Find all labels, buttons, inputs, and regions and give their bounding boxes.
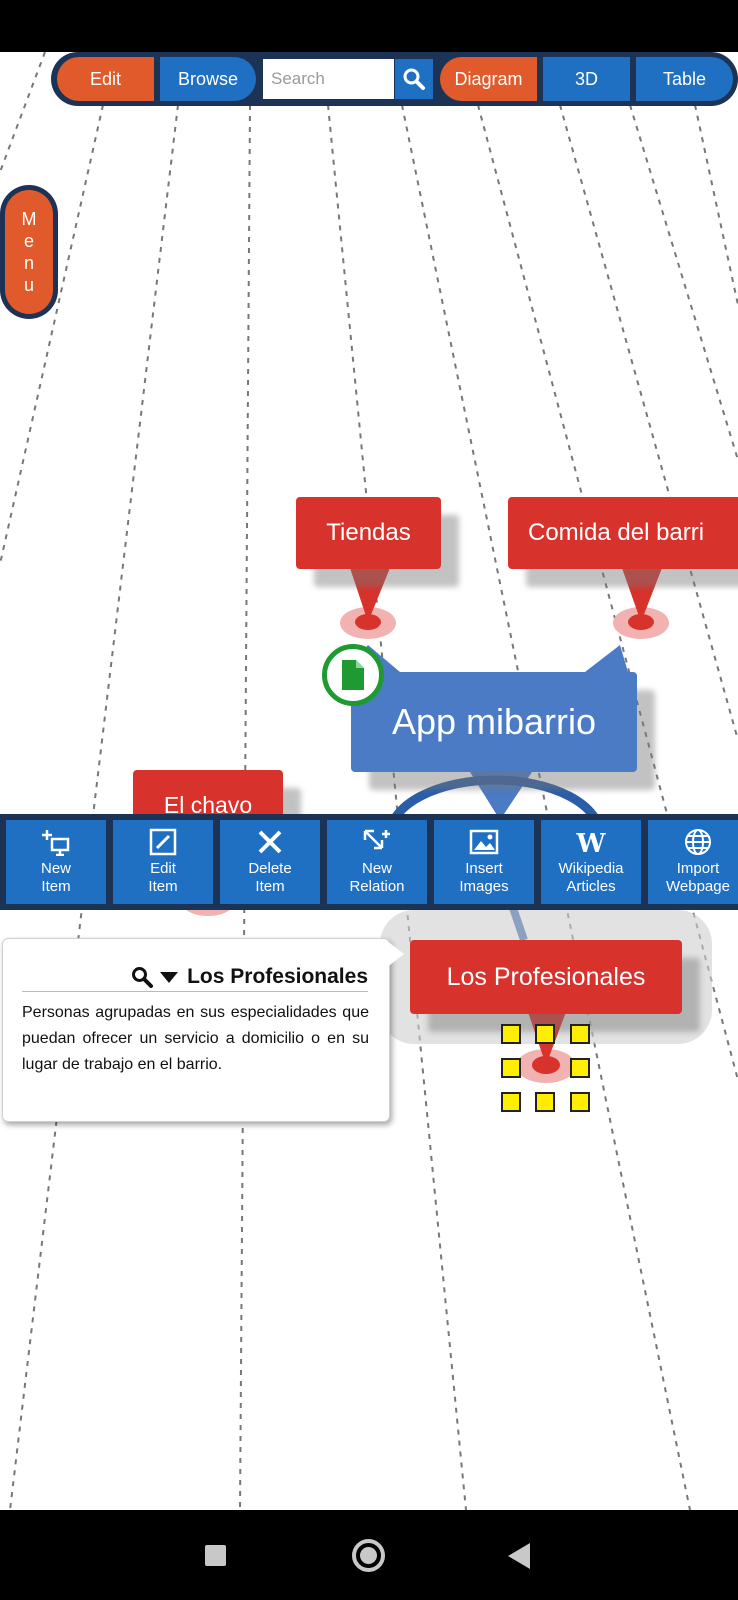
info-popup-title: Los Profesionales — [187, 964, 368, 988]
edit-item-label-1: Edit — [150, 860, 176, 877]
resize-handle[interactable] — [535, 1024, 555, 1044]
status-bar — [0, 0, 738, 52]
new-relation-button[interactable]: New Relation — [327, 820, 427, 904]
new-item-label-1: New — [40, 860, 71, 877]
menu-button[interactable]: M e n u — [5, 190, 53, 314]
resize-handle[interactable] — [570, 1024, 590, 1044]
3d-view-button[interactable]: 3D — [543, 57, 630, 101]
info-popup-description: Personas agrupadas en sus especialidades… — [22, 1004, 369, 1073]
resize-handle[interactable] — [570, 1092, 590, 1112]
diagram-canvas[interactable] — [0, 52, 738, 1510]
search-button[interactable] — [395, 59, 433, 99]
perspective-grid — [0, 52, 738, 1510]
delete-item-label-1: Delete — [248, 860, 292, 877]
edit-item-button[interactable]: Edit Item — [113, 820, 213, 904]
node-comida-del-barrio[interactable]: Comida del barri — [508, 497, 738, 569]
new-relation-label-2: Relation — [349, 878, 405, 895]
new-item-icon — [42, 830, 70, 856]
insert-images-label-1: Insert — [465, 860, 503, 877]
wikipedia-icon: W — [575, 829, 606, 856]
resize-handle[interactable] — [535, 1092, 555, 1112]
import-webpage-label-1: Import — [676, 860, 720, 877]
edit-mode-button[interactable]: Edit — [57, 57, 154, 101]
recent-apps-icon[interactable] — [205, 1545, 226, 1566]
delete-item-button[interactable]: Delete Item — [220, 820, 320, 904]
svg-text:W: W — [575, 829, 606, 856]
new-relation-label-1: New — [361, 860, 392, 877]
resize-handle[interactable] — [501, 1024, 521, 1044]
resize-handle[interactable] — [501, 1058, 521, 1078]
resize-handle[interactable] — [501, 1092, 521, 1112]
search-icon — [132, 966, 154, 988]
document-icon — [342, 660, 364, 690]
wikipedia-articles-label-2: Articles — [566, 878, 616, 895]
resize-handle[interactable] — [570, 1058, 590, 1078]
new-item-label-2: Item — [41, 878, 71, 895]
home-icon[interactable] — [352, 1539, 385, 1572]
search-icon — [403, 68, 425, 90]
search-input[interactable] — [263, 59, 394, 99]
edit-item-label-2: Item — [148, 878, 178, 895]
info-popup-header[interactable]: Los Profesionales — [22, 962, 368, 992]
menu-letter: n — [23, 253, 34, 273]
browse-mode-button[interactable]: Browse — [160, 57, 256, 101]
document-badge[interactable] — [322, 644, 384, 706]
wikipedia-articles-label-1: Wikipedia — [558, 860, 624, 877]
import-webpage-button[interactable]: Import Webpage — [648, 820, 738, 904]
menu-letter: e — [23, 231, 34, 251]
table-view-button[interactable]: Table — [636, 57, 733, 101]
caret-down-icon[interactable] — [159, 970, 179, 984]
close-icon — [258, 830, 282, 854]
node-los-profesionales[interactable]: Los Profesionales — [410, 940, 682, 1014]
insert-images-label-2: Images — [459, 878, 509, 895]
new-relation-icon — [363, 829, 390, 850]
node-pins — [183, 568, 669, 1083]
menu-letter: u — [23, 275, 34, 295]
image-icon — [469, 829, 499, 855]
info-popup — [2, 938, 390, 1122]
import-webpage-label-2: Webpage — [666, 878, 730, 895]
info-popup-arrow — [386, 940, 404, 968]
diagram-view-button[interactable]: Diagram — [440, 57, 537, 101]
node-app-mibarrio[interactable]: App mibarrio — [351, 672, 637, 772]
edit-icon — [149, 828, 177, 856]
menu-letter: M — [21, 209, 37, 229]
wikipedia-articles-button[interactable]: W Wikipedia Articles — [541, 820, 641, 904]
insert-images-button[interactable]: Insert Images — [434, 820, 534, 904]
node-tiendas[interactable]: Tiendas — [296, 497, 441, 569]
globe-icon — [685, 829, 711, 855]
delete-item-label-2: Item — [255, 878, 285, 895]
back-icon[interactable] — [508, 1543, 530, 1569]
new-item-button[interactable]: New Item — [6, 820, 106, 904]
